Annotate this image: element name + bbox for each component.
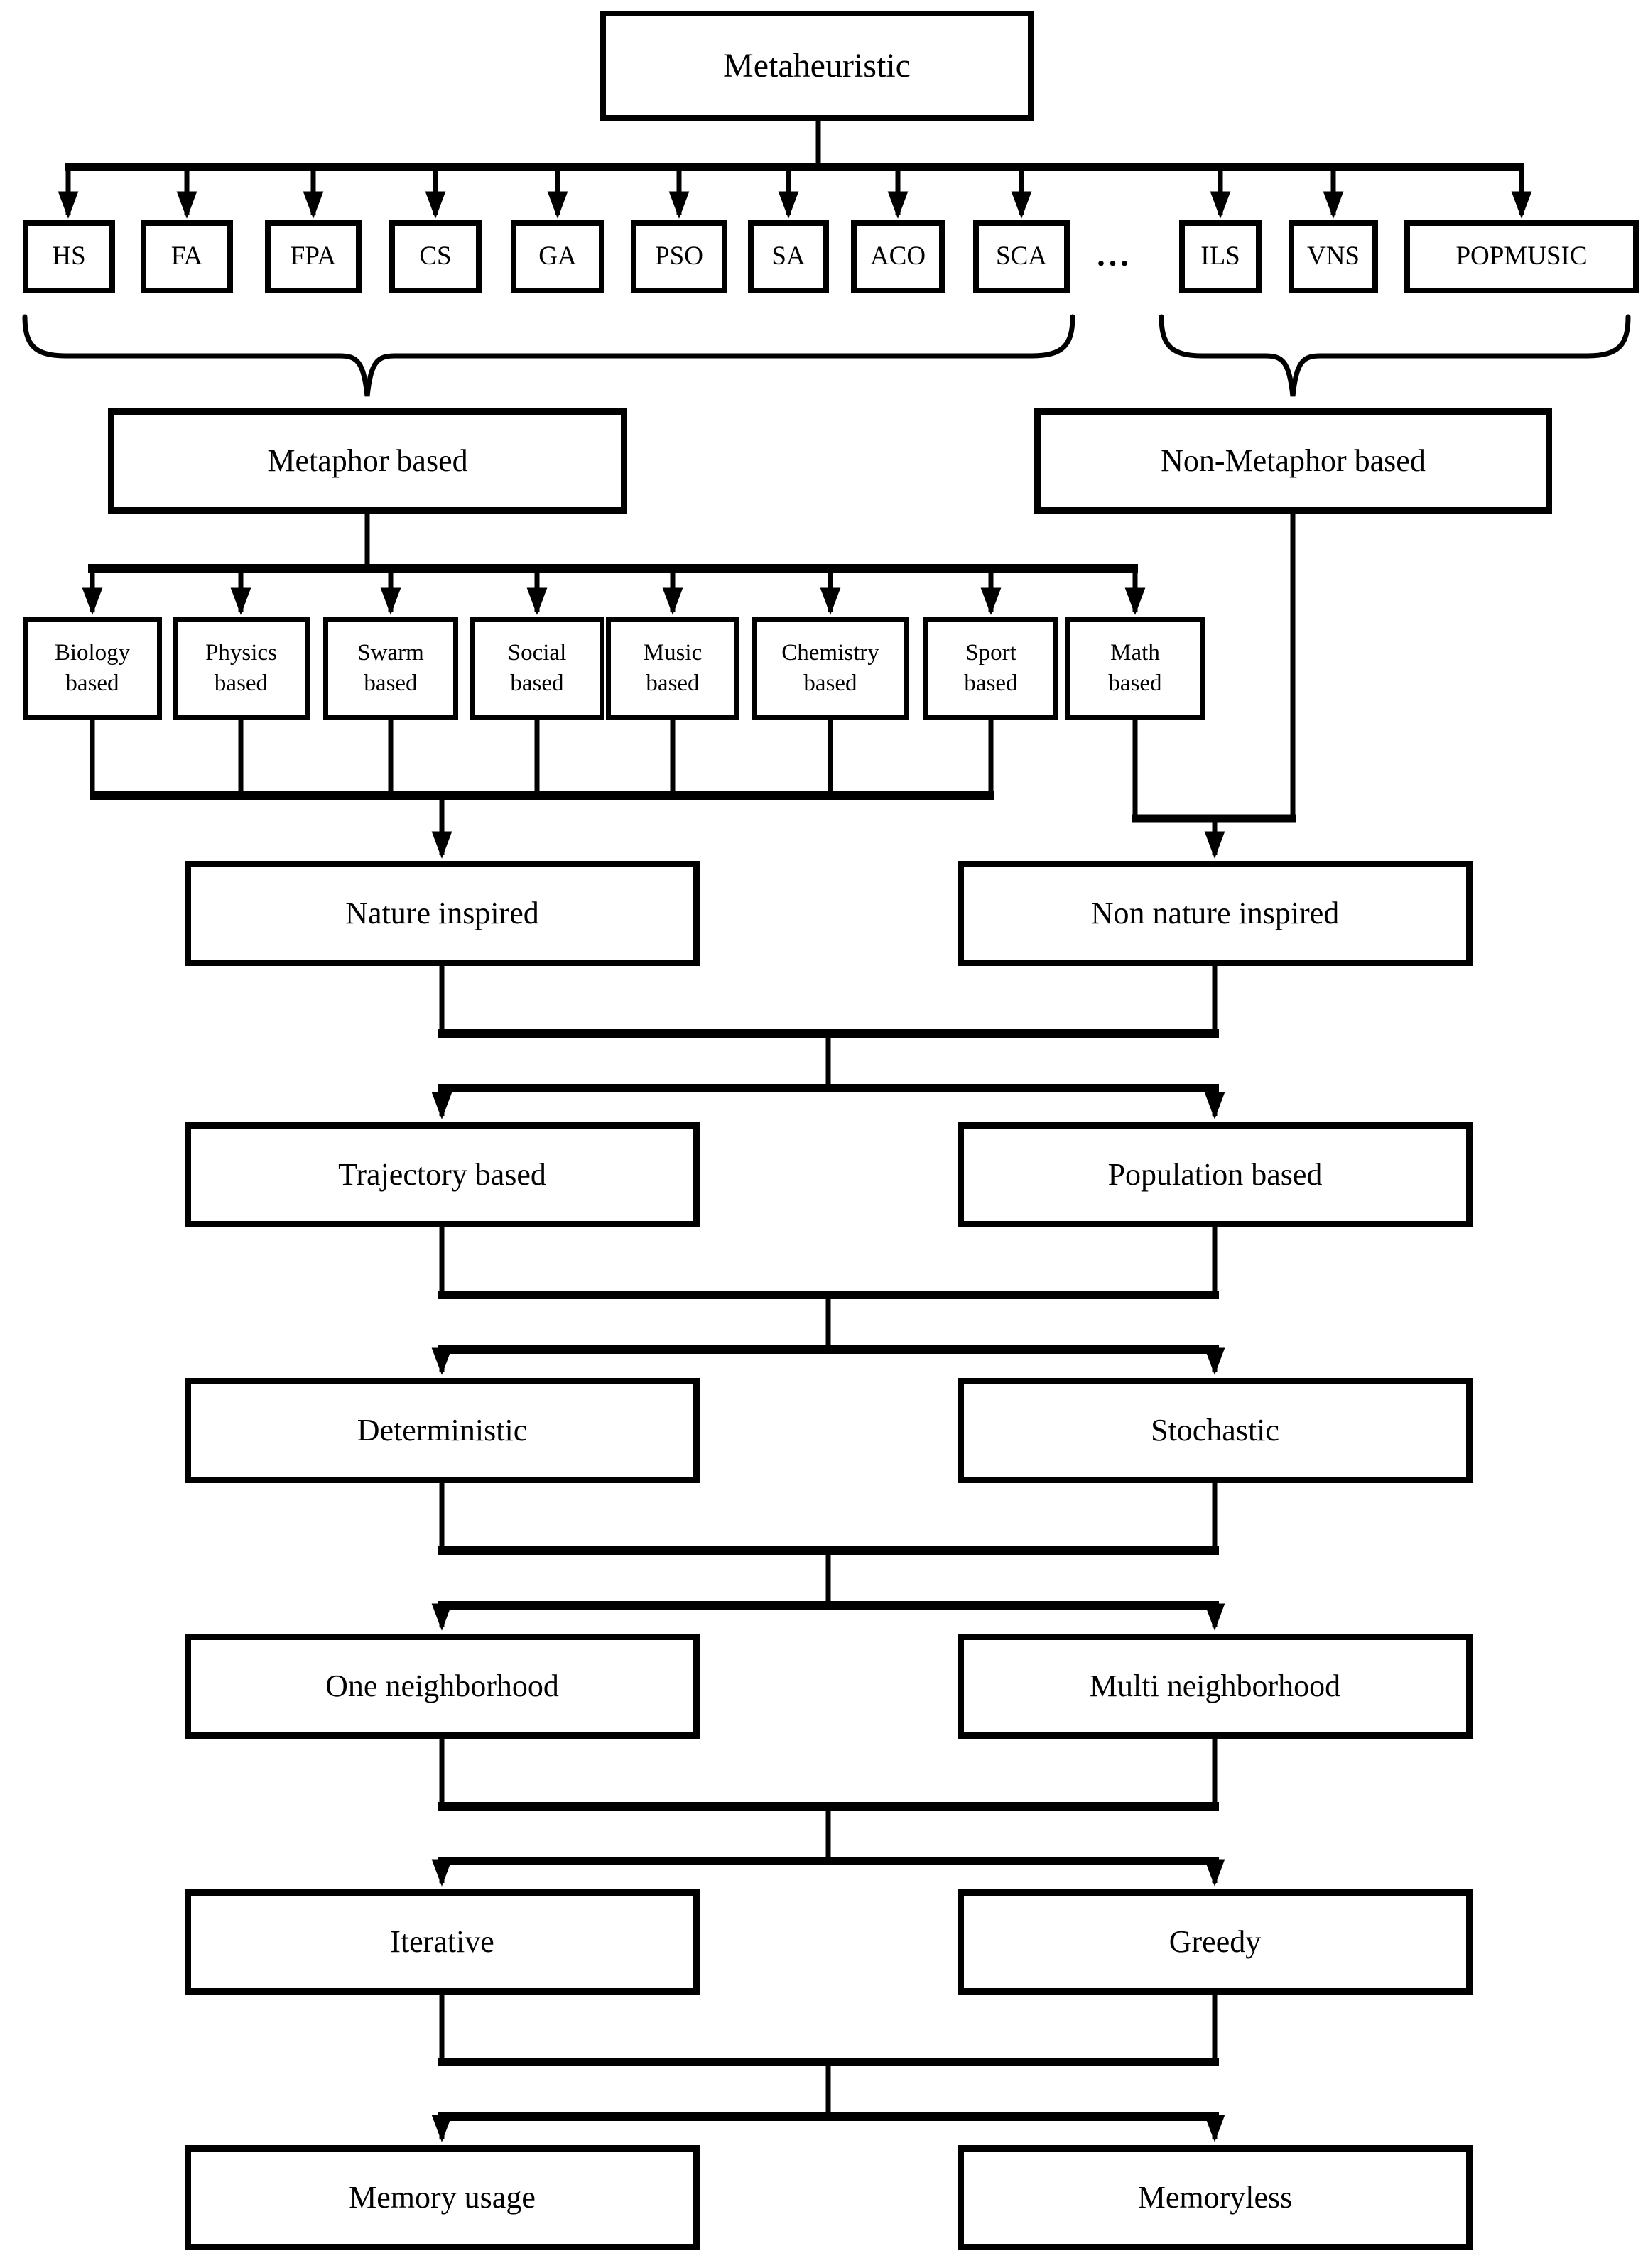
node-greedy: Greedy xyxy=(958,1889,1473,1995)
category-label-line1: Swarm xyxy=(357,639,424,666)
node-pso: PSO xyxy=(631,220,727,293)
category-label-line2: based xyxy=(65,670,119,696)
node-one-neighborhood: One neighborhood xyxy=(185,1634,700,1739)
node-hs: HS xyxy=(23,220,115,293)
node-nature-inspired: Nature inspired xyxy=(185,861,700,966)
node-sport-based: Sport based xyxy=(923,617,1058,720)
category-label-line1: Biology xyxy=(54,639,131,666)
category-label-line2: based xyxy=(803,670,857,696)
node-cs: CS xyxy=(389,220,482,293)
node-popmusic: POPMUSIC xyxy=(1404,220,1639,293)
level-connector-1 xyxy=(431,965,1225,1119)
category-label-line1: Physics xyxy=(205,639,277,666)
category-label-line1: Math xyxy=(1110,639,1160,666)
node-ga: GA xyxy=(511,220,604,293)
node-metaheuristic: Metaheuristic xyxy=(600,11,1034,121)
node-fa: FA xyxy=(141,220,233,293)
node-sa: SA xyxy=(748,220,829,293)
node-memory-usage: Memory usage xyxy=(185,2145,700,2250)
math-nonmetaphor-to-nonnature-connector xyxy=(1132,512,1296,859)
node-stochastic: Stochastic xyxy=(958,1378,1473,1483)
level-connector-2 xyxy=(431,1226,1225,1375)
category-label-line2: based xyxy=(364,670,418,696)
node-multi-neighborhood: Multi neighborhood xyxy=(958,1634,1473,1739)
category-label-line2: based xyxy=(646,670,700,696)
node-biology-based: Biology based xyxy=(23,617,162,720)
categories-to-nature-connector xyxy=(90,718,994,859)
category-label-line1: Sport xyxy=(965,639,1016,666)
level-connector-3 xyxy=(431,1482,1225,1631)
level-connector-5 xyxy=(431,1993,1225,2142)
node-deterministic: Deterministic xyxy=(185,1378,700,1483)
category-label-line1: Chemistry xyxy=(781,639,879,666)
ellipsis: ... xyxy=(1097,236,1132,273)
node-physics-based: Physics based xyxy=(173,617,310,720)
category-label-line1: Music xyxy=(643,639,703,666)
non-metaphor-brace xyxy=(1159,314,1631,397)
node-vns: VNS xyxy=(1289,220,1378,293)
node-chemistry-based: Chemistry based xyxy=(752,617,909,720)
category-label-line2: based xyxy=(510,670,564,696)
node-social-based: Social based xyxy=(470,617,604,720)
node-non-metaphor-based: Non-Metaphor based xyxy=(1034,408,1552,514)
node-iterative: Iterative xyxy=(185,1889,700,1995)
node-swarm-based: Swarm based xyxy=(323,617,458,720)
category-label-line2: based xyxy=(964,670,1018,696)
metaphor-to-categories-connector xyxy=(82,512,1146,615)
category-label-line2: based xyxy=(214,670,269,696)
node-memoryless: Memoryless xyxy=(958,2145,1473,2250)
node-music-based: Music based xyxy=(606,617,739,720)
level-connector-4 xyxy=(431,1737,1225,1887)
node-fpa: FPA xyxy=(265,220,362,293)
node-math-based: Math based xyxy=(1065,617,1205,720)
category-label-line1: Social xyxy=(507,639,567,666)
category-label-line2: based xyxy=(1108,670,1162,696)
root-to-algorithms-connector xyxy=(58,119,1532,219)
node-ils: ILS xyxy=(1179,220,1262,293)
node-population-based: Population based xyxy=(958,1122,1473,1227)
metaphor-brace xyxy=(22,314,1075,397)
node-non-nature-inspired: Non nature inspired xyxy=(958,861,1473,966)
node-metaphor-based: Metaphor based xyxy=(108,408,627,514)
node-aco: ACO xyxy=(851,220,945,293)
node-sca: SCA xyxy=(973,220,1070,293)
node-trajectory-based: Trajectory based xyxy=(185,1122,700,1227)
